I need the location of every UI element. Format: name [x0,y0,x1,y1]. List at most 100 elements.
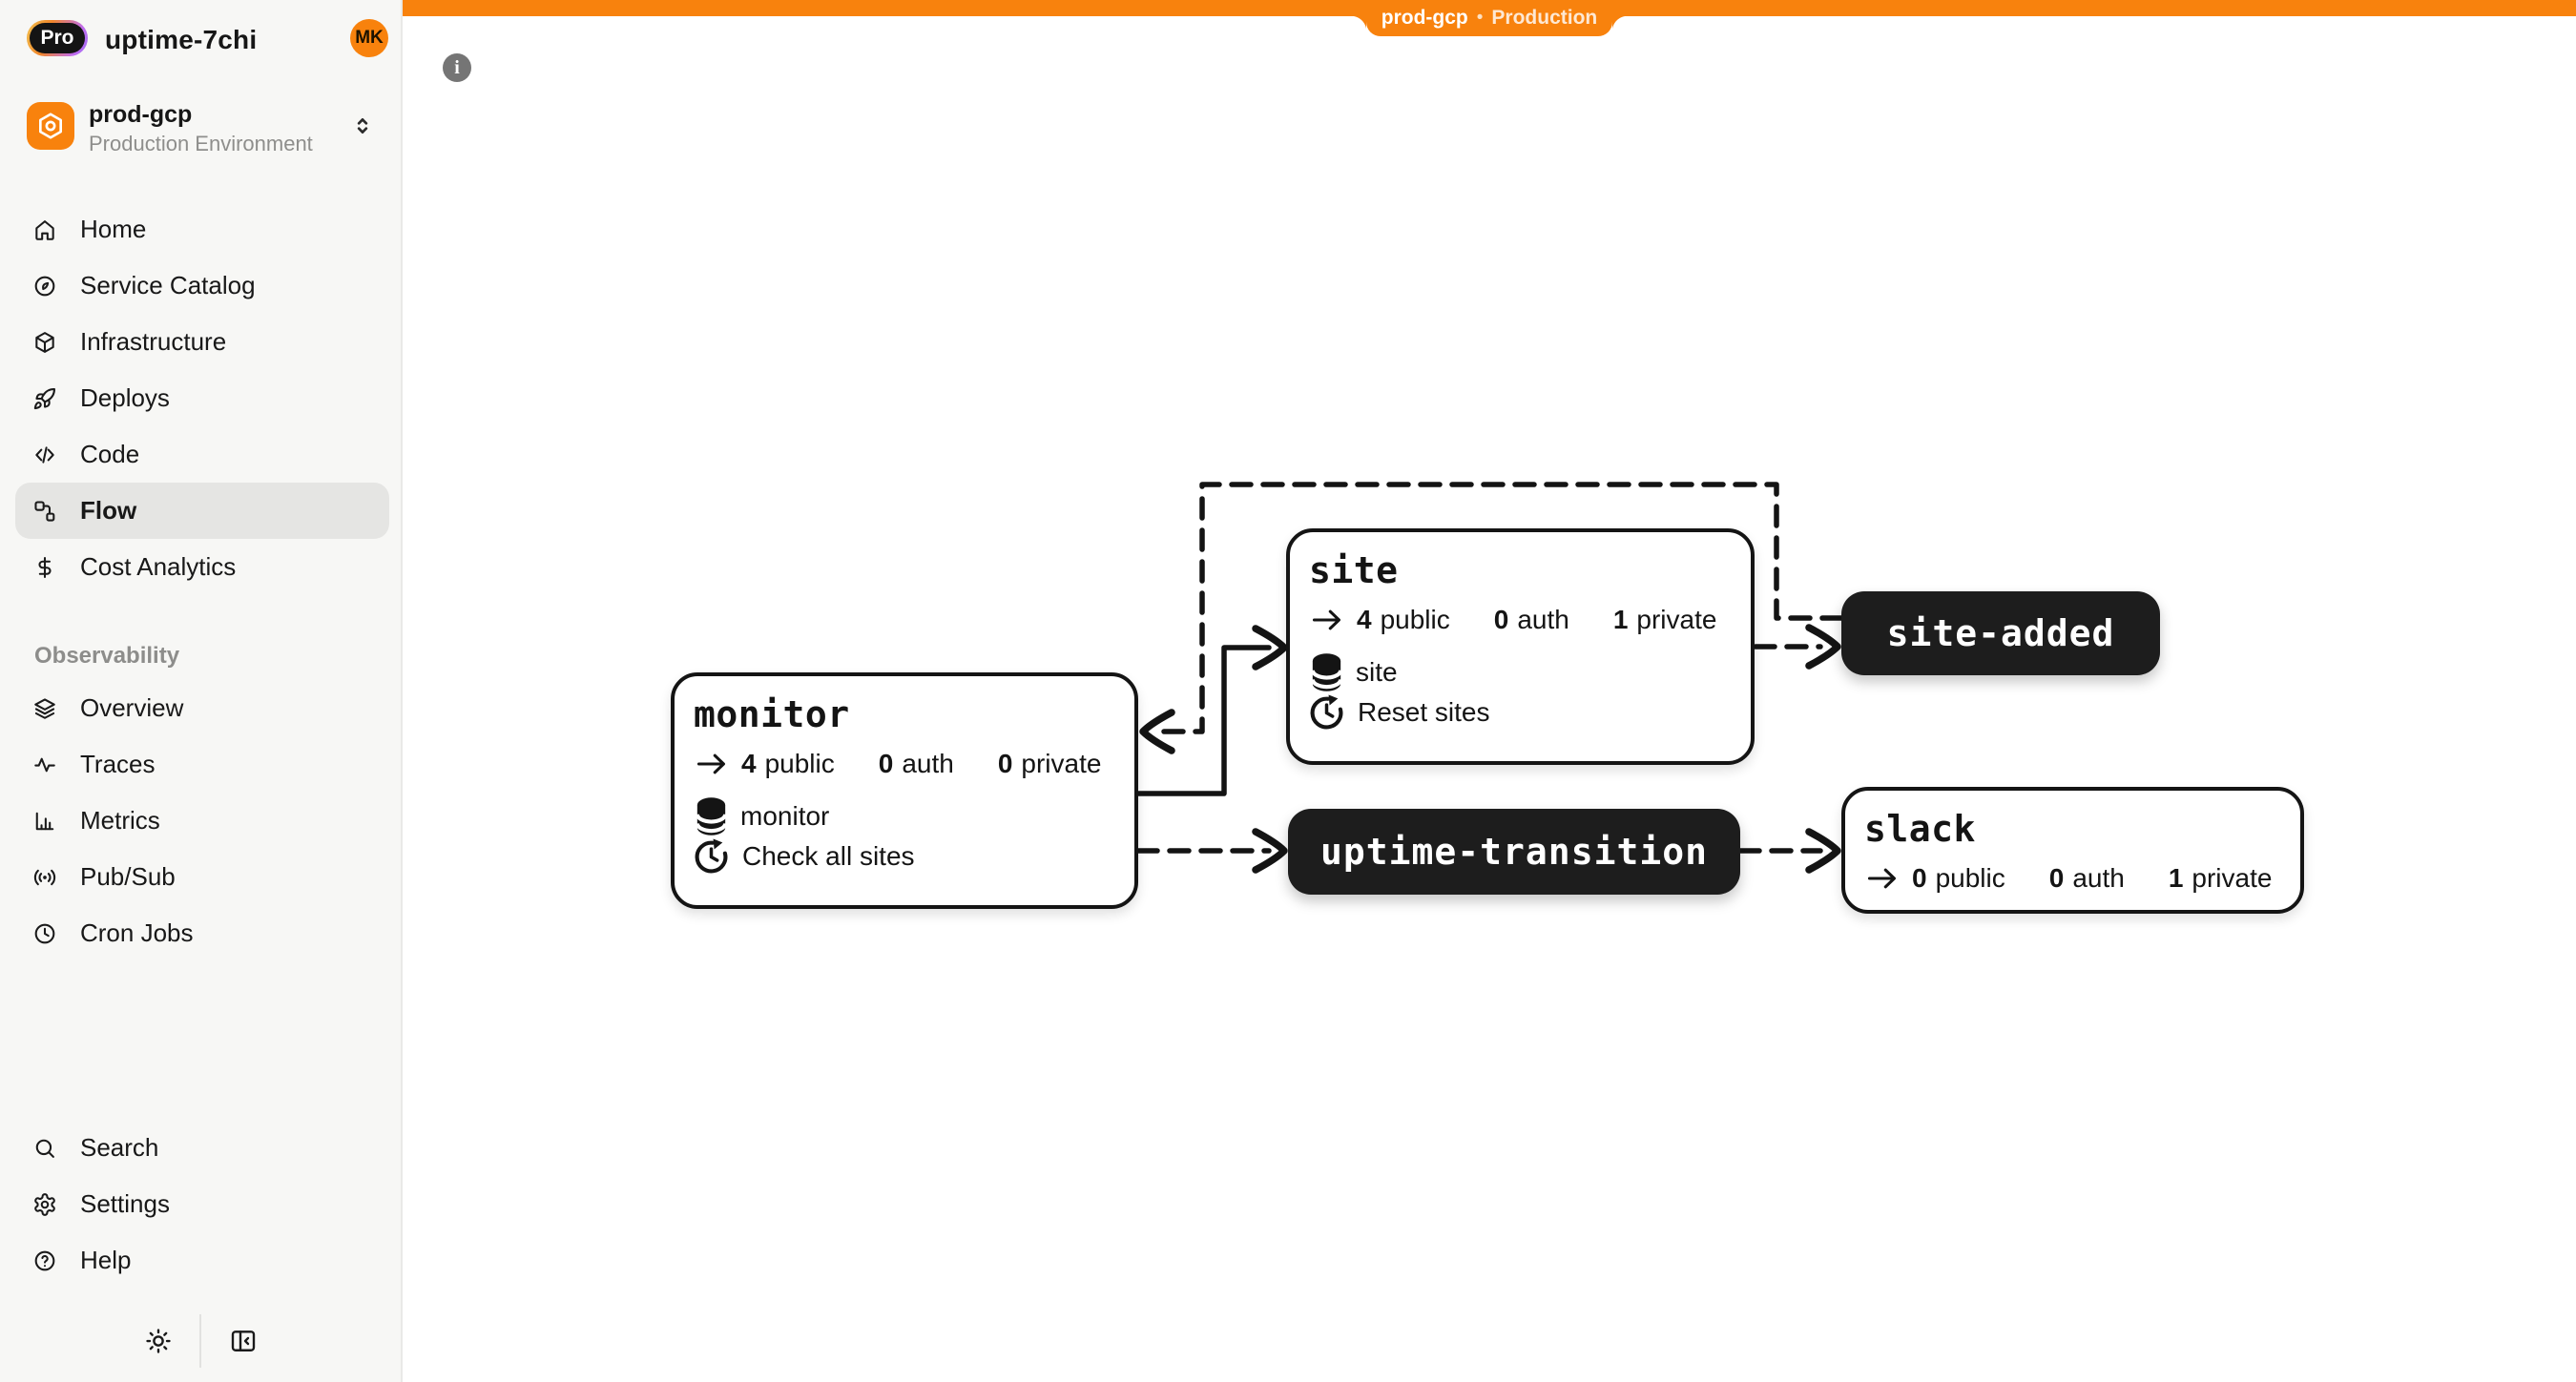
sidebar-item-label: Help [80,1246,132,1274]
theme-toggle-button[interactable] [137,1320,179,1362]
sidebar-item-cron-jobs[interactable]: Cron Jobs [15,905,389,961]
cube-icon [32,330,57,355]
auth-label: auth [902,749,954,778]
broadcast-icon [32,865,57,890]
info-icon: i [454,56,460,78]
cron-job-name: Reset sites [1358,696,1490,727]
clock-icon [32,921,57,946]
sidebar-item-infrastructure[interactable]: Infrastructure [15,314,389,370]
sidebar-item-label: Flow [80,496,137,525]
collapse-sidebar-button[interactable] [222,1320,264,1362]
sidebar-item-cost-analytics[interactable]: Cost Analytics [15,539,389,595]
observability-nav: Overview Traces Metrics [15,680,389,961]
banner-tab-fillet-right [1612,16,1628,31]
banner-app-name: prod-gcp [1381,7,1468,29]
sidebar-item-label: Search [80,1133,159,1162]
plan-badge: Pro [27,20,88,56]
private-count: 1 [1612,605,1629,634]
arrowhead-into-monitor [1139,709,1175,754]
sidebar-item-home[interactable]: Home [15,201,389,258]
user-avatar[interactable]: MK [350,19,388,57]
private-count: 0 [997,749,1013,778]
arrowhead-into-uptime-transition [1252,828,1288,874]
home-icon [32,217,57,242]
workspace-name: uptime-7chi [105,25,258,54]
public-label: public [1380,605,1450,634]
service-title: monitor [694,693,850,735]
sidebar-item-label: Overview [80,693,184,722]
environment-selector[interactable]: prod-gcp Production Environment [0,95,403,158]
gcp-environment-icon [27,102,74,150]
sidebar-item-label: Cron Jobs [80,918,194,947]
code-icon [32,443,57,467]
private-label: private [1636,605,1717,634]
edge-monitor-to-site [1135,645,1272,796]
database-icon [696,796,727,836]
service-title: slack [1864,808,1976,850]
sidebar-item-metrics[interactable]: Metrics [15,793,389,849]
utility-nav: Search Settings Help [15,1120,389,1289]
database-row: monitor [696,796,829,836]
cron-row: Check all sites [694,838,915,874]
cron-clock-icon [694,838,729,874]
bar-chart-icon [32,809,57,834]
banner-env-name: Production [1491,7,1598,29]
sidebar-item-traces[interactable]: Traces [15,736,389,793]
info-button[interactable]: i [443,53,471,82]
arrowhead-into-slack [1805,828,1841,874]
auth-label: auth [1517,605,1569,634]
help-circle-icon [32,1248,57,1273]
public-label: public [764,749,835,778]
dollar-icon [32,555,57,580]
topic-label: site-added [1886,612,2115,654]
sidebar-item-flow[interactable]: Flow [15,483,389,539]
auth-count: 0 [2048,863,2065,893]
database-row: site [1311,652,1398,692]
sidebar-item-label: Settings [80,1189,170,1218]
private-count: 1 [2168,863,2184,893]
sidebar-item-service-catalog[interactable]: Service Catalog [15,258,389,314]
topic-node-site-added[interactable]: site-added [1841,591,2160,675]
search-icon [32,1136,57,1161]
banner-tab-fillet-left [1351,16,1366,31]
service-title: site [1309,549,1399,591]
arrowhead-into-site-added [1805,624,1841,670]
topic-node-uptime-transition[interactable]: uptime-transition [1288,809,1740,895]
main-nav: Home Service Catalog Infrastructure [15,201,389,595]
sidebar: Pro uptime-7chi MK prod-gcp Production E… [0,0,403,1382]
cron-job-name: Check all sites [742,840,915,871]
sidebar-item-search[interactable]: Search [15,1120,389,1176]
sidebar-item-overview[interactable]: Overview [15,680,389,736]
sidebar-item-code[interactable]: Code [15,426,389,483]
sidebar-item-settings[interactable]: Settings [15,1176,389,1232]
arrow-right-icon [1311,608,1343,632]
arrow-right-icon [1866,866,1899,891]
database-icon [1311,652,1342,692]
sidebar-item-help[interactable]: Help [15,1232,389,1289]
public-count: 4 [741,749,757,778]
sidebar-item-label: Deploys [80,383,170,412]
sidebar-item-label: Metrics [80,806,160,835]
observability-section-label: Observability [34,643,180,669]
auth-label: auth [2072,863,2125,893]
topic-label: uptime-transition [1320,831,1708,873]
sidebar-item-label: Traces [80,750,156,778]
auth-count: 0 [878,749,894,778]
private-label: private [1021,749,1102,778]
sidebar-item-deploys[interactable]: Deploys [15,370,389,426]
sidebar-item-label: Code [80,440,140,468]
arrowhead-into-site [1252,625,1288,670]
layers-icon [32,696,57,721]
arrow-right-icon [696,752,728,776]
sidebar-item-pubsub[interactable]: Pub/Sub [15,849,389,905]
sun-icon [144,1327,173,1355]
sidebar-item-label: Pub/Sub [80,862,176,891]
public-count: 4 [1357,605,1372,634]
